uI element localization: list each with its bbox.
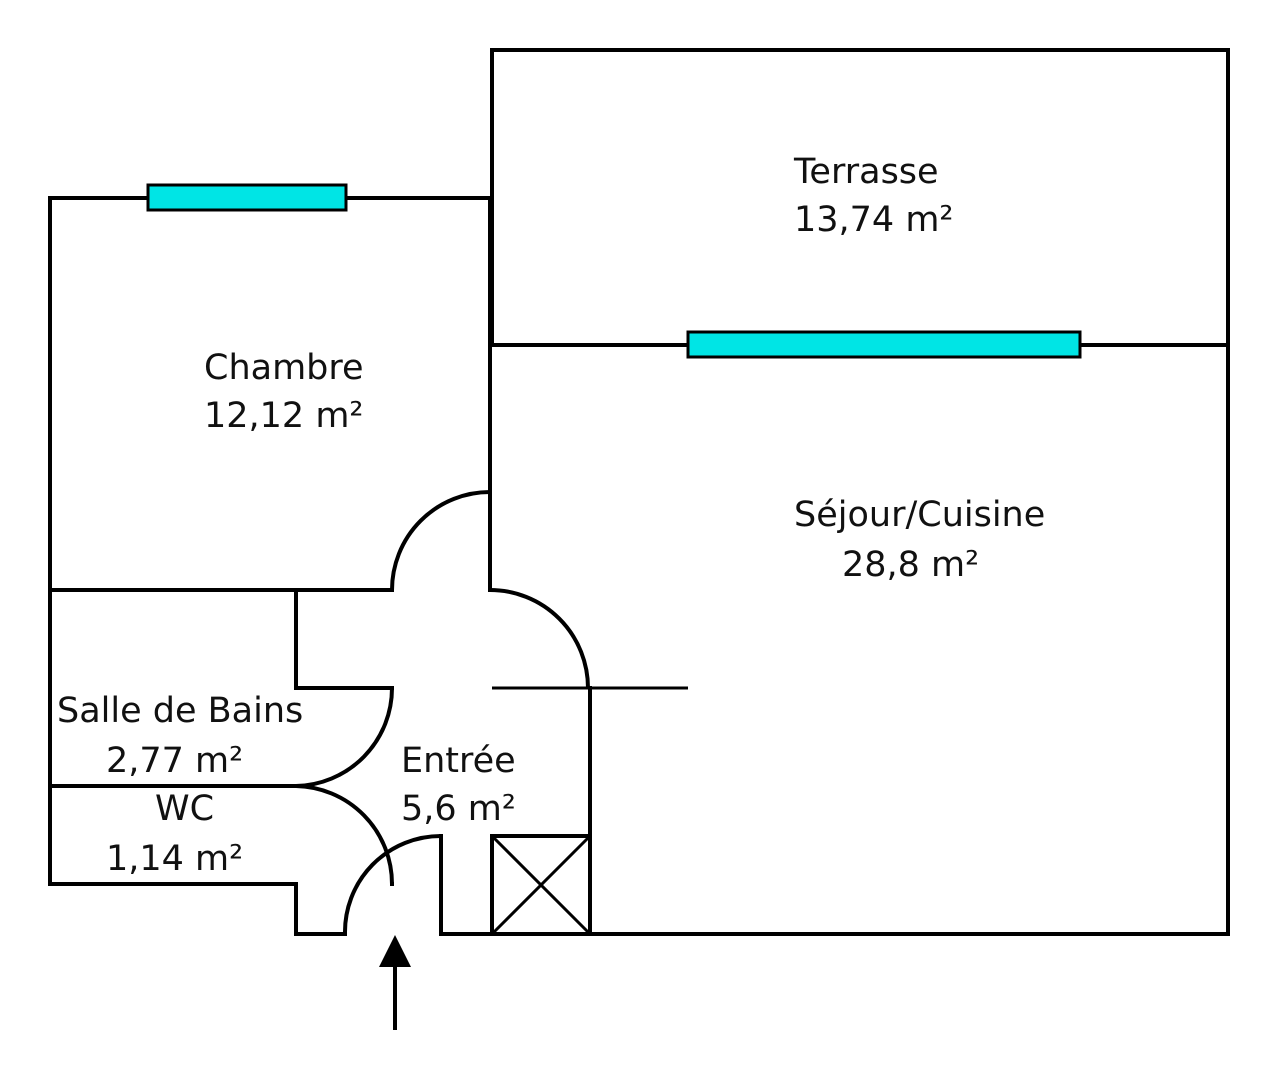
wc-area: 1,14 m² xyxy=(106,839,243,879)
walls xyxy=(48,48,1230,936)
entry-arrow xyxy=(379,935,411,1030)
wc-door-swing xyxy=(295,784,394,885)
room-labels: Terrasse 13,74 m² Chambre 12,12 m² Séjou… xyxy=(57,152,1045,879)
chambre-door-swing xyxy=(390,490,491,591)
sejour-area: 28,8 m² xyxy=(842,545,979,585)
entry-right-jamb xyxy=(439,834,1230,936)
sejour-door-swing xyxy=(489,588,590,689)
storage-box-frame xyxy=(490,834,592,936)
sdb-door-swing xyxy=(295,687,394,788)
wc-name: WC xyxy=(155,789,214,829)
storage-box-cross-b xyxy=(490,834,592,936)
chambre-window xyxy=(146,183,348,212)
sdb-area: 2,77 m² xyxy=(106,741,243,781)
entree-area: 5,6 m² xyxy=(401,789,516,829)
chambre-area: 12,12 m² xyxy=(204,396,363,436)
chambre-name: Chambre xyxy=(204,348,364,388)
entry-left-jamb xyxy=(294,882,347,936)
windows xyxy=(146,183,1082,359)
entree-name: Entrée xyxy=(401,741,516,781)
storage-box xyxy=(490,834,592,936)
sejour-name: Séjour/Cuisine xyxy=(794,495,1045,535)
terrasse-area: 13,74 m² xyxy=(794,200,953,240)
doors xyxy=(295,490,590,935)
sdb-name: Salle de Bains xyxy=(57,691,303,731)
entry-arrow-head xyxy=(379,935,411,967)
entry-door-swing xyxy=(342,834,442,935)
terrasse-name: Terrasse xyxy=(793,152,939,192)
sejour-window xyxy=(686,330,1082,359)
